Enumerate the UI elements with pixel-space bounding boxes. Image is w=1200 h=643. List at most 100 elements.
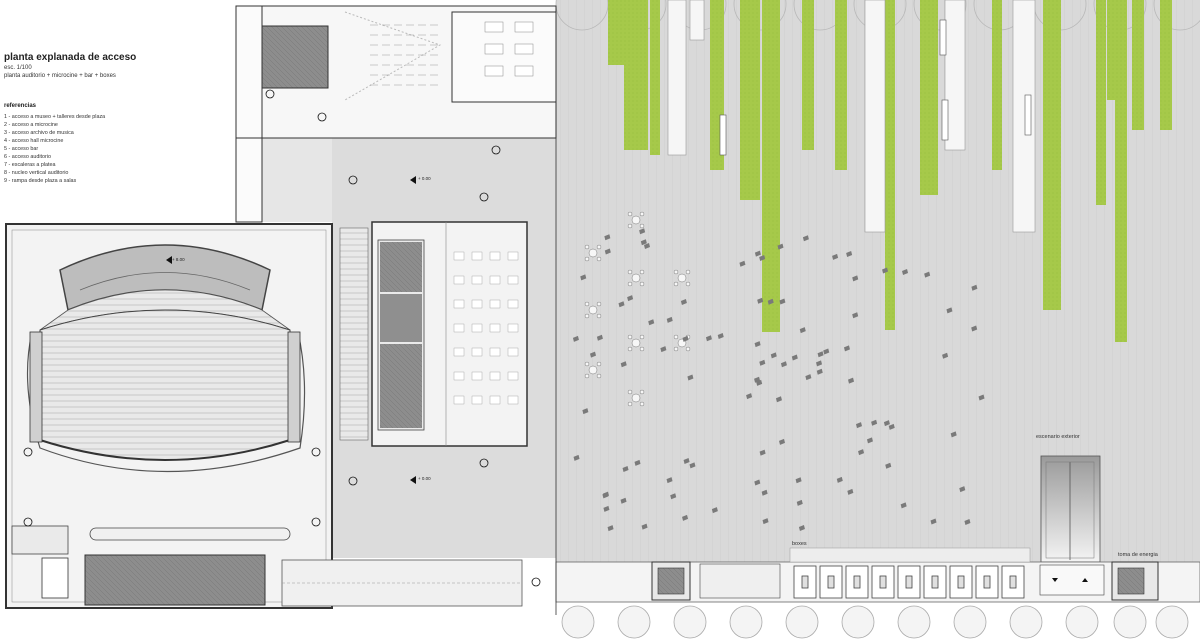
cafe-table: [588, 365, 598, 375]
chair: [639, 211, 645, 217]
bar-table: [453, 347, 465, 357]
box-door: [983, 575, 991, 589]
box-door: [931, 575, 939, 589]
tree: [897, 605, 931, 639]
person: [705, 335, 712, 342]
person: [964, 518, 971, 525]
desk: [514, 65, 534, 77]
chair: [584, 256, 590, 262]
cafe-table: [631, 215, 641, 225]
chair: [639, 346, 645, 352]
chair: [685, 281, 691, 287]
box-door: [879, 575, 887, 589]
chair: [673, 334, 679, 340]
bar-table: [507, 251, 519, 261]
bar-table: [471, 275, 483, 285]
chair: [596, 244, 602, 250]
person: [817, 351, 824, 358]
person: [950, 431, 957, 438]
tree-row-bottom: [561, 605, 1189, 639]
bar-table: [471, 323, 483, 333]
person: [795, 477, 802, 484]
box-door: [1009, 575, 1017, 589]
reference-item: 2 - acceso a microcine: [4, 122, 58, 128]
tree: [561, 605, 595, 639]
person: [682, 514, 689, 521]
chair: [685, 346, 691, 352]
reference-item: 3 - acceso archivo de musica: [4, 130, 74, 136]
green-strip: [650, 0, 660, 155]
cafe-table: [631, 273, 641, 283]
person: [871, 419, 878, 426]
green-strip: [1115, 0, 1127, 342]
reference-item: 7 - escaleras a platea: [4, 162, 56, 168]
person: [746, 393, 753, 400]
bar-table: [507, 347, 519, 357]
tree: [1009, 605, 1043, 639]
cafe-tables: [584, 211, 691, 407]
reference-item: 8 - nucleo vertical auditorio: [4, 170, 69, 176]
bar-table: [453, 275, 465, 285]
bar-table: [453, 251, 465, 261]
plan-subtitle: planta auditorio + microcine + bar + box…: [4, 73, 116, 79]
person: [687, 374, 694, 381]
bar-table: [489, 347, 501, 357]
person: [641, 523, 648, 530]
cafe-table: [588, 305, 598, 315]
reference-item: 5 - acceso bar: [4, 146, 39, 152]
tree: [1065, 605, 1099, 639]
tree: [1113, 605, 1147, 639]
bar-table: [471, 299, 483, 309]
person: [590, 351, 597, 358]
person: [848, 377, 855, 384]
person: [757, 297, 764, 304]
green-strip: [608, 0, 628, 65]
chair: [685, 269, 691, 275]
references-heading: referencias: [4, 103, 37, 109]
person: [603, 505, 610, 512]
person: [627, 295, 634, 302]
green-strip: [1132, 0, 1144, 130]
person: [640, 239, 647, 246]
person: [622, 465, 629, 472]
person: [573, 454, 580, 461]
person: [754, 479, 761, 486]
person: [604, 248, 611, 255]
bar-table: [489, 251, 501, 261]
desk: [514, 43, 534, 55]
person: [942, 352, 949, 359]
bar-table: [453, 299, 465, 309]
box-door: [853, 575, 861, 589]
reference-item: 6 - acceso auditorio: [4, 154, 52, 160]
person: [959, 486, 966, 493]
person: [946, 307, 953, 314]
tree: [673, 605, 707, 639]
chair: [639, 334, 645, 340]
person: [602, 492, 609, 499]
outdoor-stage-label: escenario exterior: [1036, 434, 1080, 440]
bar-table: [489, 395, 501, 405]
person: [759, 449, 766, 456]
person: [717, 333, 724, 340]
person: [888, 423, 895, 430]
chair: [596, 301, 602, 307]
bar-table: [471, 347, 483, 357]
person: [924, 271, 931, 278]
person: [902, 268, 909, 275]
green-strip: [762, 0, 780, 332]
chair: [627, 334, 633, 340]
box-door: [827, 575, 835, 589]
bar-table: [471, 371, 483, 381]
cafe-table: [631, 338, 641, 348]
person: [971, 325, 978, 332]
chair: [627, 346, 633, 352]
chair: [627, 389, 633, 395]
person: [739, 260, 746, 267]
person: [823, 348, 830, 355]
person: [767, 298, 774, 305]
references-list: 1 - acceso a museo + talleres desde plaz…: [4, 113, 204, 185]
person: [582, 408, 589, 415]
tree: [953, 605, 987, 639]
tree: [1153, 0, 1200, 31]
